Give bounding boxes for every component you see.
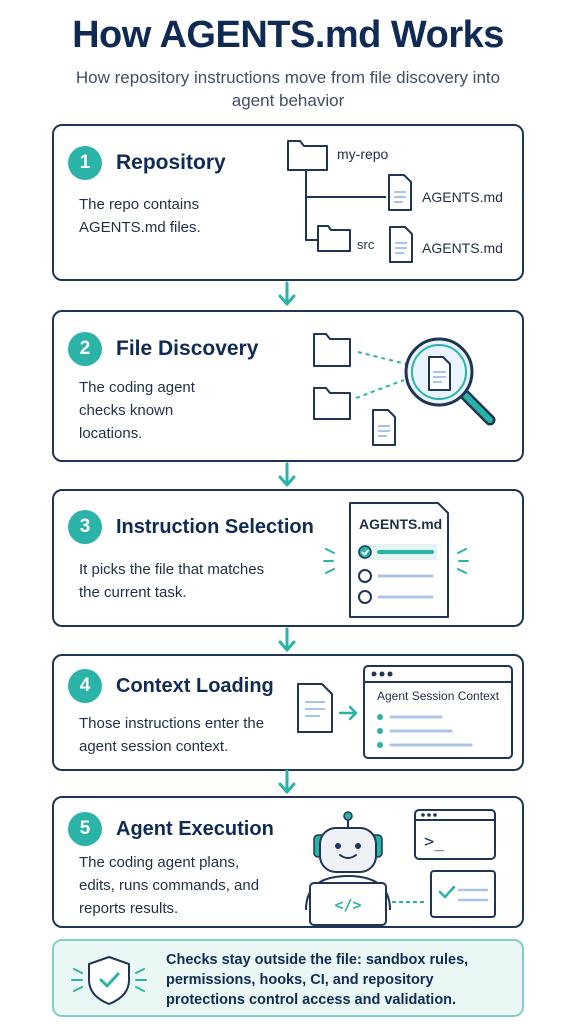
step-card-context-loading: 4 Context Loading Those instructions ent… [52,654,524,771]
step-description: It picks the file that matches the curre… [79,561,265,601]
flow-arrow-icon [277,769,297,802]
guardrails-text: Checks stay outside the file: sandbox ru… [166,952,469,1008]
step-number-badge: 1 [68,146,102,180]
arrow-right-icon [338,705,358,721]
step-card-instruction-selection: 3 Instruction Selection It picks the fil… [52,489,524,627]
discovery-illustration [313,333,496,446]
step-title: Instruction Selection [116,516,314,538]
step-number-badge: 4 [68,669,102,703]
repo-tree-illustration: my-repo AGENTS.md src AGENTS.md [287,140,503,263]
step-description: The coding agent plans, edits, runs comm… [79,854,260,917]
radio-icon [358,590,372,604]
page-title: How AGENTS.md Works [72,14,504,56]
tree-file-label: AGENTS.md [422,240,503,256]
tree-folder-label: src [357,237,375,252]
document-label: AGENTS.md [359,516,442,532]
folder-icon [317,225,351,252]
step-number-badge: 3 [68,510,102,544]
code-glyph: </> [334,896,361,914]
robot-icon: </> [305,811,391,926]
step-title: File Discovery [116,337,259,360]
report-check-icon [430,870,496,918]
step-card-agent-execution: 5 Agent Execution The coding agent plans… [52,796,524,928]
flow-arrow-icon [277,462,297,495]
shield-check-icon [71,956,147,1005]
folder-icon [313,333,351,367]
execution-illustration: </> >_ [305,809,496,926]
flow-arrow-icon [277,281,297,314]
page-subtitle: How repository instructions move from fi… [75,68,501,110]
session-window [363,665,513,759]
terminal-prompt: >_ [424,832,445,852]
step-description: The repo contains AGENTS.md files. [79,196,201,236]
step-number-badge: 2 [68,332,102,366]
flow-arrow-icon [277,627,297,660]
file-icon [389,226,413,263]
step-description: Those instructions enter the agent sessi… [79,715,265,755]
step-card-repository: 1 Repository The repo contains AGENTS.md… [52,124,524,281]
step-title: Context Loading [116,675,274,697]
session-window-label: Agent Session Context [377,689,500,703]
step-title: Repository [116,151,226,174]
tree-file-label: AGENTS.md [422,189,503,205]
step-card-file-discovery: 2 File Discovery The coding agent checks… [52,310,524,462]
magnifier-icon [404,337,496,426]
folder-icon [287,140,328,171]
context-illustration: Agent Session Context [297,665,513,759]
step-number-badge: 5 [68,812,102,846]
file-icon [372,409,396,446]
terminal-icon: >_ [414,809,496,860]
selection-illustration: AGENTS.md [323,502,469,618]
step-description: The coding agent checks known locations. [79,379,195,442]
guardrails-note: Checks stay outside the file: sandbox ru… [52,939,524,1017]
radio-icon [358,569,372,583]
tree-root-label: my-repo [337,146,389,162]
folder-icon [313,387,351,420]
step-title: Agent Execution [116,818,274,840]
checked-radio-icon [358,545,372,559]
